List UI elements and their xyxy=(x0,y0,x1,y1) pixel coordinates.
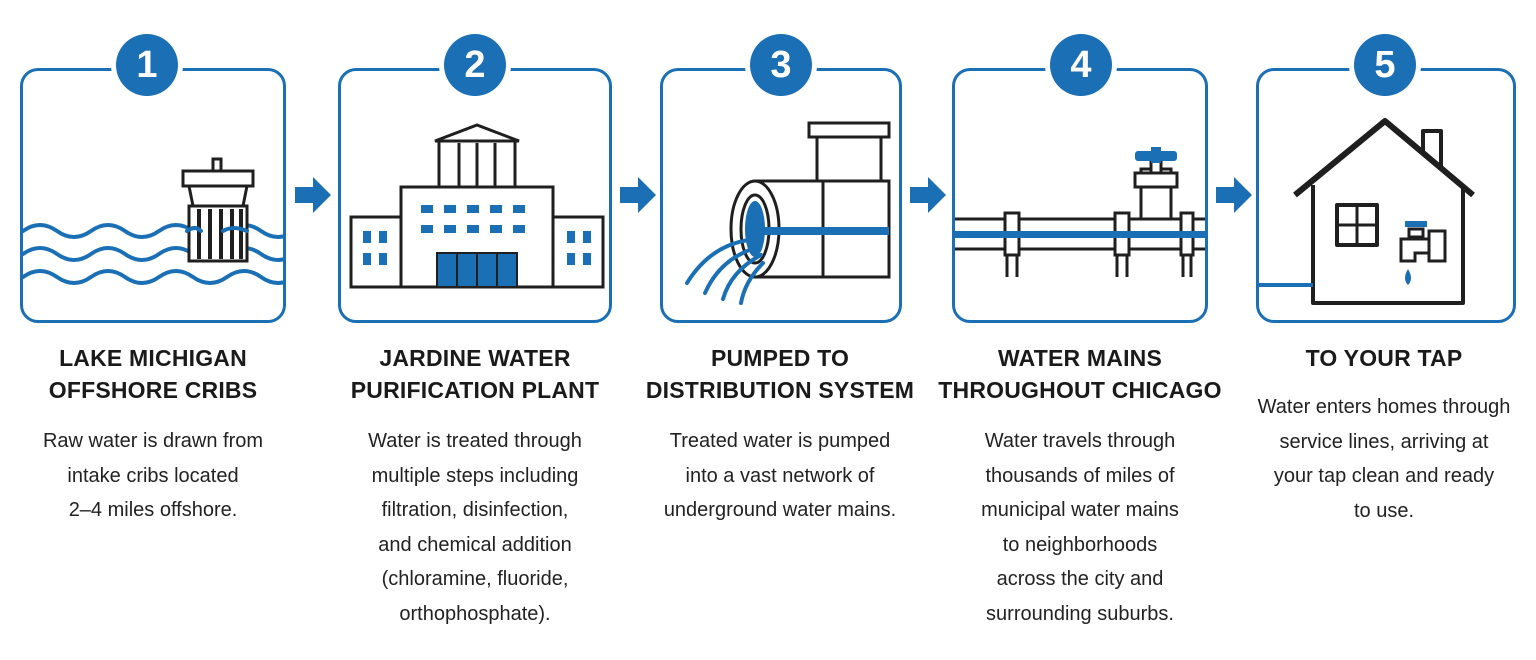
step-5-number-badge: 5 xyxy=(1354,34,1416,96)
arrow-right-icon xyxy=(908,175,948,220)
step-4-title: WATER MAINS THROUGHOUT CHICAGO xyxy=(938,345,1222,403)
step-2-title: JARDINE WATER PURIFICATION PLANT xyxy=(350,345,600,403)
step-5-illustration xyxy=(1256,68,1516,323)
step-1-number-badge: 1 xyxy=(116,34,178,96)
step-4-illustration xyxy=(952,68,1208,323)
pump-pipe-icon xyxy=(685,121,891,305)
step-4-description: Water travels through thousands of miles… xyxy=(981,430,1179,625)
step-3-title: PUMPED TO DISTRIBUTION SYSTEM xyxy=(645,345,915,403)
water-intake-crib-icon xyxy=(23,157,283,285)
arrow-right-icon xyxy=(618,175,658,220)
step-5-description: Water enters homes through service lines… xyxy=(1257,396,1511,522)
step-2-illustration xyxy=(338,68,612,323)
arrow-right-icon xyxy=(1214,175,1254,220)
step-3-description: Treated water is pumped into a vast netw… xyxy=(663,430,897,521)
step-1-illustration xyxy=(20,68,286,323)
arrow-right-icon xyxy=(293,175,333,220)
step-3-illustration xyxy=(660,68,902,323)
step-1-description: Raw water is drawn from intake cribs loc… xyxy=(42,430,264,521)
step-5-title: TO YOUR TAP xyxy=(1305,345,1463,371)
purification-plant-icon xyxy=(349,123,605,289)
house-tap-icon xyxy=(1259,118,1475,305)
step-2-number-badge: 2 xyxy=(444,34,506,96)
water-main-valve-icon xyxy=(955,147,1205,277)
step-3-number-badge: 3 xyxy=(750,34,812,96)
step-4-number-badge: 4 xyxy=(1050,34,1112,96)
step-2-description: Water is treated through multiple steps … xyxy=(368,430,582,625)
step-1-title: LAKE MICHIGAN OFFSHORE CRIBS xyxy=(48,345,258,403)
